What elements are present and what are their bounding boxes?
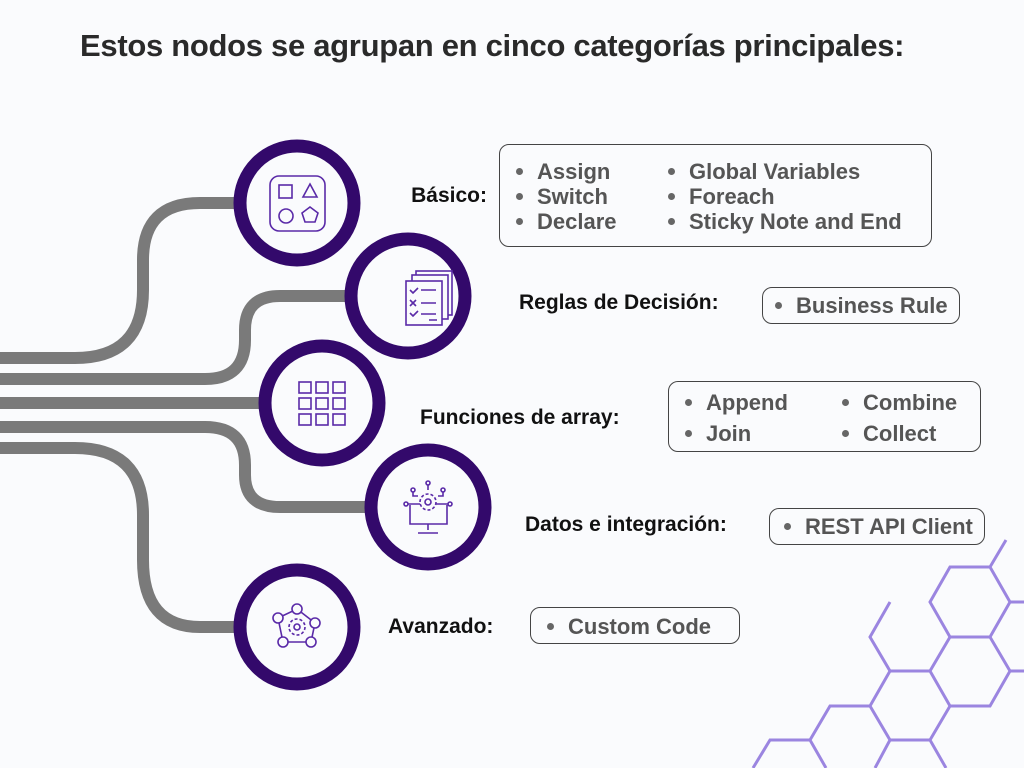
grid-icon	[298, 381, 346, 426]
list-item: Collect	[842, 421, 936, 447]
list-item: Custom Code	[547, 614, 711, 640]
category-box-datos: REST API Client	[769, 508, 985, 545]
list-item: Sticky Note and End	[668, 209, 902, 235]
connector-avanzado	[0, 442, 240, 633]
hexagon-decoration	[751, 539, 1024, 768]
gear-network-icon	[272, 603, 321, 648]
connector-basico	[0, 197, 240, 364]
category-box-basico: Assign Switch Declare Global Variables F…	[499, 144, 932, 247]
list-item: Declare	[516, 209, 617, 235]
category-box-reglas: Business Rule	[762, 287, 960, 324]
connector-reglas	[0, 290, 350, 385]
category-box-avanzado: Custom Code	[530, 607, 740, 644]
list-item: Append	[685, 390, 788, 416]
monitor-gear-icon	[403, 480, 453, 534]
category-label-reglas: Reglas de Decisión:	[519, 291, 719, 314]
category-label-funciones: Funciones de array:	[420, 406, 620, 429]
list-item: Combine	[842, 390, 957, 416]
list-item: Switch	[516, 184, 608, 210]
list-item: Business Rule	[775, 293, 948, 319]
shapes-icon	[269, 175, 326, 232]
category-label-basico: Básico:	[411, 184, 487, 207]
category-box-funciones: Append Join Combine Collect	[668, 381, 981, 452]
list-item: REST API Client	[784, 514, 973, 540]
category-label-datos: Datos e integración:	[525, 513, 727, 536]
connector-datos	[0, 421, 370, 513]
connectors	[0, 197, 370, 633]
list-item: Foreach	[668, 184, 775, 210]
category-rings	[233, 139, 492, 691]
list-item: Assign	[516, 159, 610, 185]
list-item: Join	[685, 421, 751, 447]
category-label-avanzado: Avanzado:	[388, 615, 494, 638]
list-item: Global Variables	[668, 159, 860, 185]
page-title: Estos nodos se agrupan en cinco categorí…	[80, 28, 905, 63]
checklist-icon	[405, 270, 453, 326]
